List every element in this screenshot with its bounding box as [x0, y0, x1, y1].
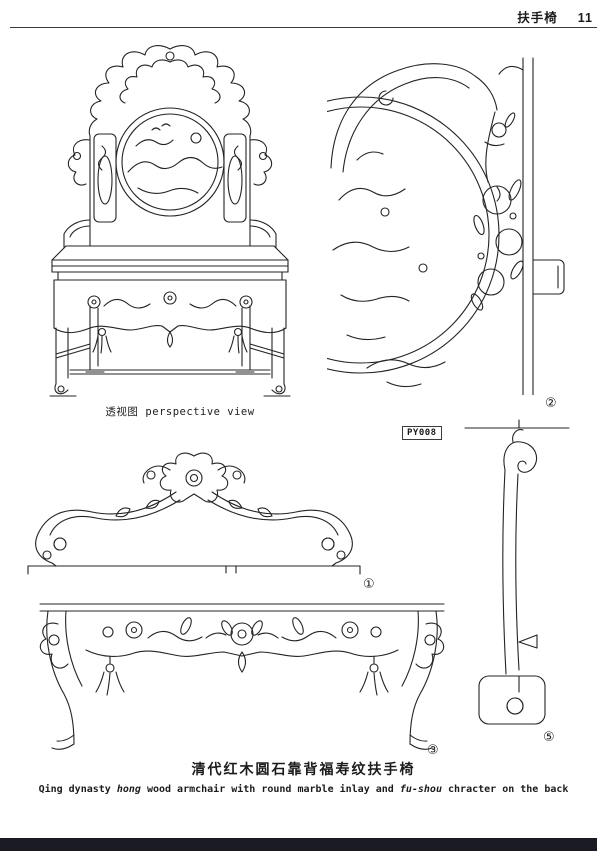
caption-chinese: 清代红木圆石靠背福寿纹扶手椅 [191, 761, 416, 777]
detail-marker-2: ② [545, 396, 557, 411]
back-panel-detail-drawing [327, 57, 565, 395]
side-frame-detail-drawing [464, 419, 570, 725]
figure-back-panel-detail [327, 50, 589, 395]
code-label: PY008 [402, 426, 442, 440]
footer-bar [0, 838, 597, 851]
detail-marker-3: ③ [427, 743, 439, 758]
detail-marker-5: ⑤ [543, 730, 555, 745]
figure-side-frame-detail [461, 418, 573, 734]
figure-perspective-view [24, 40, 316, 402]
caption-en-part: Qing dynasty [38, 784, 117, 795]
header-rule [10, 27, 597, 28]
figure-apron-detail [24, 594, 460, 756]
caption-english: Qing dynasty hong wood armchair with rou… [0, 784, 607, 795]
detail-marker-1: ① [363, 577, 375, 592]
caption-en-part: wood armchair with round marble inlay an… [140, 784, 400, 795]
caption-en-italic-fushou: fu-shou [399, 784, 442, 795]
figure-crest-rail-detail [20, 442, 368, 590]
caption-en-part: chracter on the back [441, 784, 569, 795]
header-page-number: 11 [577, 11, 593, 25]
armchair-perspective-drawing [49, 45, 291, 397]
apron-detail-drawing [39, 603, 445, 750]
page-header: 扶手椅 11 [517, 7, 593, 26]
perspective-caption-cn: 透视图 [105, 406, 139, 418]
crest-rail-detail-drawing [27, 452, 361, 575]
perspective-caption-en: perspective view [145, 406, 255, 418]
header-title: 扶手椅 [517, 11, 558, 25]
perspective-caption: 透视图 perspective view [40, 404, 320, 419]
caption-en-italic-hong: hong [116, 784, 141, 795]
